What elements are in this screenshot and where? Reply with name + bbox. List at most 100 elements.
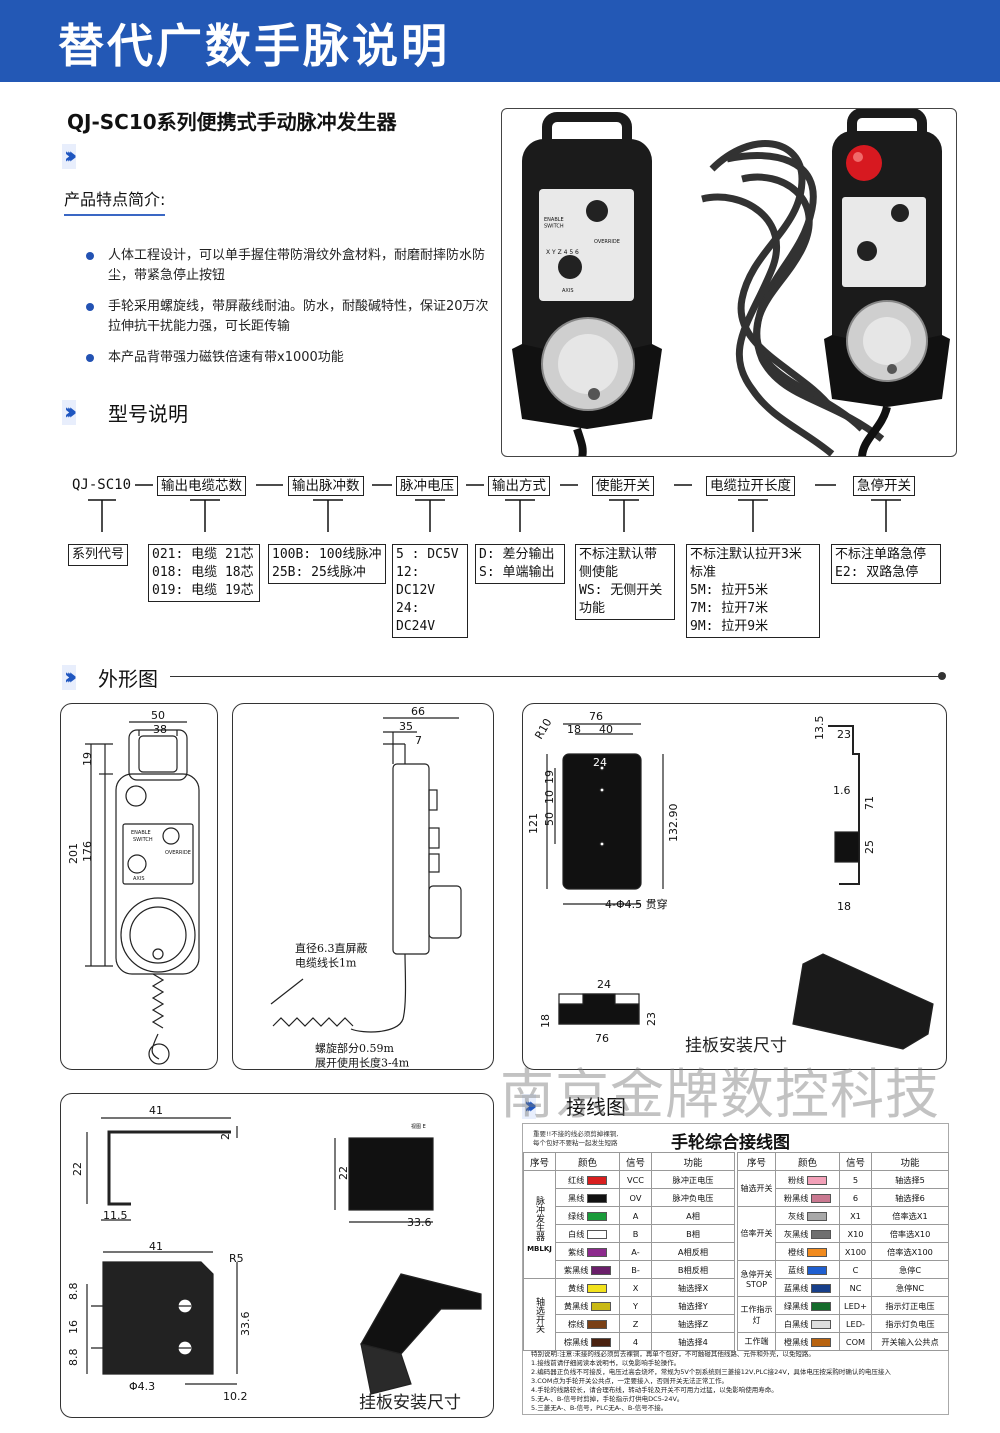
color-cell: 紫黑线 xyxy=(555,1260,620,1279)
model-option-box: 不标注单路急停 E2: 双路急停 xyxy=(831,544,941,584)
function-cell: 倍率选X1 xyxy=(871,1206,949,1225)
dim-label: 71 xyxy=(863,796,876,810)
function-cell: 轴选择Z xyxy=(651,1314,735,1333)
color-swatch xyxy=(587,1319,607,1329)
col-header: 颜色 xyxy=(555,1152,620,1171)
outline-section-title: 外形图 xyxy=(98,667,158,691)
dim-label: 13.5 xyxy=(813,716,826,741)
dim-label: 176 xyxy=(81,841,94,862)
dim-label: 19 xyxy=(81,752,94,766)
feature-item: 本产品背带强力磁铁倍速有带x1000功能 xyxy=(86,348,491,368)
side-note-line: 直径6.3直屏蔽电缆线长1m xyxy=(295,941,368,969)
color-name: 绿线 xyxy=(568,1210,585,1221)
signal-cell: X10 xyxy=(839,1224,872,1243)
model-field: 使能开关 xyxy=(592,476,654,496)
dim-label: 11.5 xyxy=(103,1209,128,1222)
signal-cell: C xyxy=(839,1260,872,1279)
color-swatch xyxy=(587,1247,607,1257)
brand-logo: MBLKJ xyxy=(527,1245,552,1253)
axis-label: AXIS xyxy=(562,288,574,294)
signal-cell: A- xyxy=(619,1242,652,1261)
color-name: 灰线 xyxy=(788,1210,805,1221)
dim-label: R10 xyxy=(532,716,554,741)
feature-item: 人体工程设计，可以单手握住带防滑纹外盒材料，耐磨耐摔防水防尘，带紧急停止按钮 xyxy=(86,246,491,286)
color-name: 黄线 xyxy=(568,1282,585,1293)
signal-cell: VCC xyxy=(619,1170,652,1189)
dim-label: 121 xyxy=(527,813,540,834)
color-swatch xyxy=(587,1229,607,1239)
color-swatch xyxy=(591,1337,612,1347)
signal-cell: LED- xyxy=(839,1314,872,1333)
color-cell: 橙黑线 xyxy=(775,1332,840,1351)
color-cell: 白黑线 xyxy=(775,1314,840,1333)
page-title: 替代广数手脉说明 xyxy=(58,19,450,73)
model-option-box: D: 差分输出 S: 单端输出 xyxy=(475,544,565,584)
group-label: 工作端 xyxy=(744,1337,769,1346)
dim-label: 201 xyxy=(67,843,80,864)
color-swatch xyxy=(807,1175,827,1185)
wiring-warning: 重要!!不接的线必须剪掉裸铜, 每个包好不要粘一起发生短路 xyxy=(533,1130,619,1147)
color-cell: 蓝线 xyxy=(775,1260,840,1279)
col-header: 序号 xyxy=(523,1152,556,1171)
side-note: 直径6.3直屏蔽电缆线长1m xyxy=(295,941,368,969)
dim-label: 24 xyxy=(593,756,607,769)
group-label: 急停开关STOP xyxy=(740,1269,773,1289)
model-option-box: 不标注默认带 侧使能 WS: 无侧开关 功能 xyxy=(575,544,675,620)
model-field: 急停开关 xyxy=(853,476,915,496)
signal-cell: 4 xyxy=(619,1332,652,1351)
color-name: 橙线 xyxy=(788,1246,805,1257)
bracket-panel: 41 2 22 11.5 22 33.6 41 R5 8.8 16 8.8 33… xyxy=(60,1093,494,1418)
group-cell: 轴选开关 xyxy=(737,1170,776,1207)
color-name: 粉黑线 xyxy=(783,1192,809,1203)
color-cell: 棕线 xyxy=(555,1314,620,1333)
color-name: 紫黑线 xyxy=(563,1264,589,1275)
function-cell: 轴选择5 xyxy=(871,1170,949,1189)
function-cell: 轴选择6 xyxy=(871,1188,949,1207)
function-cell: 指示灯正电压 xyxy=(871,1296,949,1315)
color-name: 白线 xyxy=(568,1228,585,1239)
function-cell: 倍率选X100 xyxy=(871,1242,949,1261)
color-name: 灰黑线 xyxy=(783,1228,809,1239)
dim-label: 24 xyxy=(597,978,611,991)
note-line: 特别说明:注意:未接的线必须剪去裸铜，再单个包好，不可触碰其他线路、元件和外壳，… xyxy=(531,1350,815,1358)
model-field: 输出电缆芯数 xyxy=(157,476,246,496)
wiring-notes: 特别说明:注意:未接的线必须剪去裸铜，再单个包好，不可触碰其他线路、元件和外壳，… xyxy=(531,1350,943,1413)
function-cell: A相反相 xyxy=(651,1242,735,1261)
col-header: 信号 xyxy=(619,1152,652,1171)
wiring-section-title: 接线图 xyxy=(566,1095,626,1119)
dim-label: 22 xyxy=(71,1162,84,1176)
function-cell: 脉冲负电压 xyxy=(651,1188,735,1207)
color-cell: 白线 xyxy=(555,1224,620,1243)
color-cell: 黄线 xyxy=(555,1278,620,1297)
divider-dot xyxy=(938,672,946,680)
model-field: 输出脉冲数 xyxy=(288,476,364,496)
chevron-icon: ››› xyxy=(62,400,77,425)
group-cell: 工作指示灯 xyxy=(737,1296,776,1333)
color-name: 黑线 xyxy=(568,1192,585,1203)
color-swatch xyxy=(807,1211,827,1221)
model-option-box: 100B: 100线脉冲 25B: 25线脉冲 xyxy=(268,544,386,584)
dim-label: 19 xyxy=(543,770,556,784)
function-cell: 轴选择Y xyxy=(651,1296,735,1315)
dim-label: 10.2 xyxy=(223,1390,248,1403)
color-cell: 绿线 xyxy=(555,1206,620,1225)
signal-cell: Z xyxy=(619,1314,652,1333)
dim-label: 8.8 xyxy=(67,1349,80,1367)
col-header: 功能 xyxy=(871,1152,949,1171)
color-name: 蓝黑线 xyxy=(783,1282,809,1293)
model-field: 脉冲电压 xyxy=(396,476,458,496)
signal-cell: COM xyxy=(839,1332,872,1351)
plate-caption: 挂板安装尺寸 xyxy=(685,1036,787,1056)
color-cell: 黄黑线 xyxy=(555,1296,620,1315)
color-cell: 橙线 xyxy=(775,1242,840,1261)
note-line: 1.接线前请仔细阅读本说明书，以免影响手轮操作。 xyxy=(531,1359,681,1367)
